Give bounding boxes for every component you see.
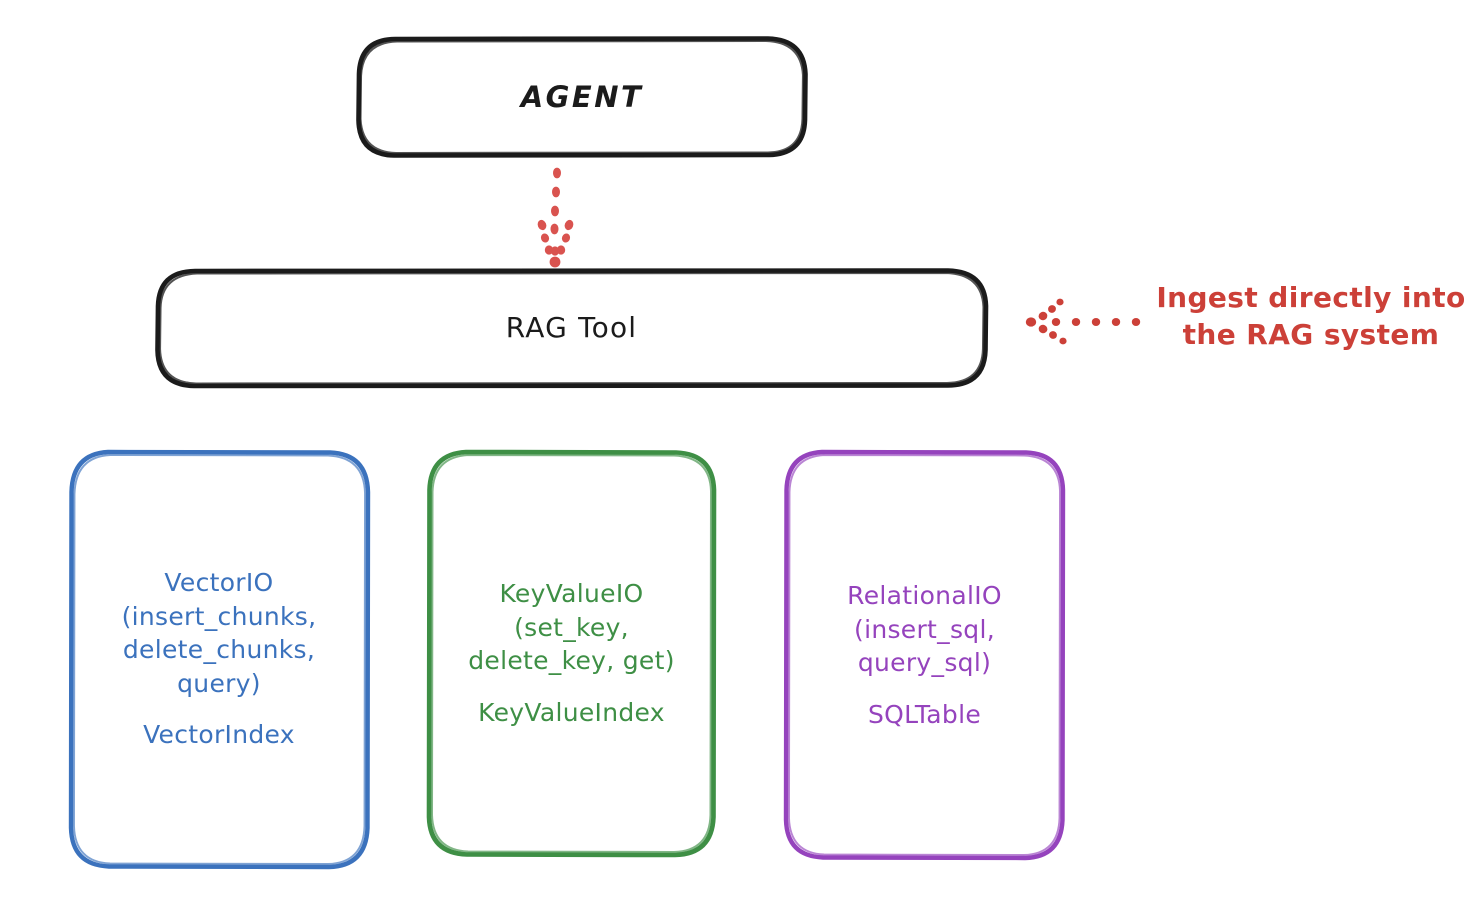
sql-table-label: SQLTable [867, 699, 982, 729]
vector-io-node[interactable]: VectorIO (insert_chunks, delete_chunks, … [70, 452, 368, 866]
relational-io-spacer [847, 680, 1002, 698]
key-value-io-node-label: KeyValueIO (set_key, delete_key, get) [468, 579, 675, 675]
relational-io-node-label: RelationalIO (insert_sql, query_sql) [847, 581, 1002, 677]
dotted-arrow-left-icon [1025, 298, 1141, 345]
vector-io-spacer [122, 700, 317, 718]
relational-io-node[interactable]: RelationalIO (insert_sql, query_sql) SQL… [786, 452, 1063, 858]
vector-io-node-label: VectorIO (insert_chunks, delete_chunks, … [121, 568, 317, 698]
key-value-index-label: KeyValueIndex [478, 697, 665, 727]
vector-index-label: VectorIndex [143, 720, 295, 750]
agent-node-label: AGENT [520, 79, 644, 114]
key-value-io-node[interactable]: KeyValueIO (set_key, delete_key, get) Ke… [429, 452, 714, 854]
ingest-annotation-text: Ingest directly into the RAG system [1156, 281, 1466, 351]
agent-node[interactable]: AGENT [358, 38, 806, 156]
rag-tool-node-label: RAG Tool [505, 311, 638, 345]
key-value-io-spacer [468, 678, 675, 696]
rag-tool-node[interactable]: RAG Tool [157, 270, 986, 386]
dotted-arrow-down-icon [537, 167, 574, 268]
